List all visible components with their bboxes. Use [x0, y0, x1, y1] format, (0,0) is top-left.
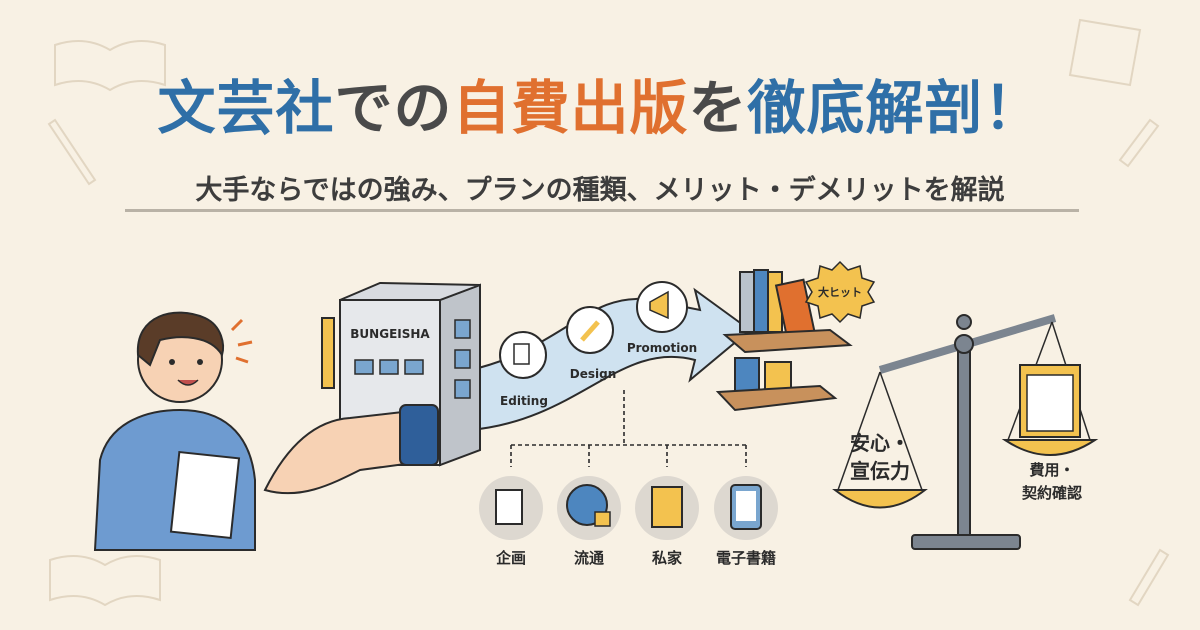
author-person [93, 311, 256, 551]
manuscript-icon [169, 450, 241, 540]
scale-left-label: 安心・ [850, 431, 910, 455]
title-part: 文芸社 [157, 74, 335, 142]
title-part: 徹底解剖！ [747, 74, 1043, 142]
plan-ryutsu: 流通 [557, 476, 621, 567]
plan-connectors [510, 390, 747, 467]
process-step-design: Design [566, 306, 617, 381]
subtitle: 大手ならではの強み、プランの種類、メリット・デメリットを解説 [195, 175, 1005, 206]
building-sign: BUNGEISHA [350, 327, 430, 341]
divider [125, 209, 1079, 212]
book-icon [651, 486, 683, 528]
scale-right-label: 契約確認 [1021, 484, 1082, 502]
process-step-editing: Editing [499, 331, 548, 408]
document-pencil-icon [513, 343, 530, 365]
plan-label: 企画 [495, 549, 526, 567]
process-step-promotion: Promotion [627, 281, 697, 355]
bookshelf [715, 269, 853, 412]
title-part: 自費出版 [452, 74, 689, 142]
plan-kikaku: 企画 [479, 476, 543, 567]
pencil-icon [580, 320, 600, 342]
title-part: での [334, 74, 453, 142]
step-label: Promotion [627, 341, 697, 355]
badge-text: 大ヒット [818, 285, 862, 299]
step-label: Design [570, 367, 617, 381]
document-icon [495, 489, 523, 525]
plan-label: 私家 [651, 549, 682, 567]
step-label: Editing [500, 394, 548, 408]
scale-right-label: 費用・ [1029, 461, 1074, 479]
balance-scale: 安心・ 宣伝力 費用・ 契約確認 [832, 314, 1099, 550]
lock-icon [594, 511, 611, 527]
plan-label: 電子書籍 [716, 549, 776, 567]
plan-denshi: 電子書籍 [714, 476, 778, 567]
hit-badge: 大ヒット [804, 260, 876, 324]
scale-left-label: 宣伝力 [850, 459, 910, 483]
plan-shika: 私家 [635, 476, 699, 567]
plan-label: 流通 [574, 549, 604, 567]
building-sign-post [321, 317, 335, 389]
megaphone-icon [649, 290, 669, 320]
hand-icon [263, 408, 421, 495]
page-title: 文芸社での自費出版を徹底解剖！ [0, 68, 1200, 148]
book-doodle-icon [47, 18, 1170, 607]
sleeve [399, 404, 439, 466]
title-part: を [688, 74, 748, 142]
